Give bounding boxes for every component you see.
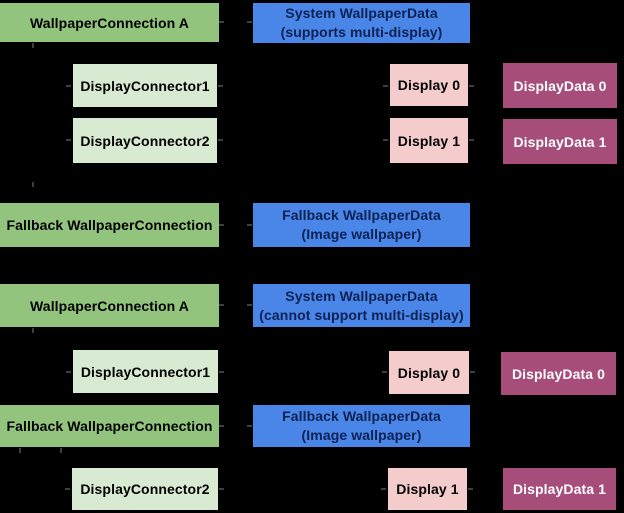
connector-stub — [247, 21, 252, 23]
connector-stub — [219, 21, 224, 23]
box-wallpaperconnection-a-1: WallpaperConnection A — [0, 3, 219, 42]
box-label: DisplayData 1 — [513, 133, 607, 150]
connector-stub — [219, 304, 224, 306]
connector-stub — [19, 448, 21, 453]
box-label-line2: (Image wallpaper) — [301, 226, 422, 242]
connector-stub — [470, 371, 475, 373]
box-system-wallpaperdata-supports-multi: System WallpaperData (supports multi-dis… — [253, 3, 470, 43]
box-label-line2: (cannot support multi-display) — [259, 306, 464, 323]
connector-stub — [383, 85, 388, 87]
box-display1-2: Display 1 — [388, 468, 467, 510]
connector-stub — [469, 139, 474, 141]
box-label: Display 0 — [397, 77, 461, 93]
box-label: Fallback WallpaperConnection — [6, 418, 213, 434]
box-displaydata1-1: DisplayData 1 — [503, 119, 617, 164]
box-fallback-wallpaperconnection-2: Fallback WallpaperConnection — [0, 405, 219, 447]
box-label-line1: Fallback WallpaperData — [282, 408, 441, 424]
connector-stub — [247, 425, 252, 427]
box-displayconnector1-1: DisplayConnector1 — [73, 64, 217, 107]
connector-stub — [32, 182, 34, 187]
box-label-line2: (Image wallpaper) — [301, 427, 422, 443]
box-system-wallpaperdata-cannot-multi: System WallpaperData (cannot support mul… — [253, 284, 470, 327]
box-label: DisplayConnector1 — [80, 77, 210, 94]
connector-stub — [66, 85, 71, 87]
box-label: WallpaperConnection A — [30, 297, 189, 314]
connector-stub — [66, 139, 71, 141]
box-label: Display 0 — [397, 364, 461, 381]
connector-stub — [383, 139, 388, 141]
box-displayconnector2-2: DisplayConnector2 — [72, 468, 218, 510]
box-fallback-wallpaperdata-1: Fallback WallpaperData (Image wallpaper) — [253, 203, 470, 247]
box-label: DisplayConnector2 — [80, 481, 210, 497]
connector-stub — [65, 488, 70, 490]
box-fallback-wallpaperdata-2: Fallback WallpaperData (Image wallpaper) — [253, 405, 470, 447]
connector-stub — [60, 448, 62, 453]
box-label: DisplayData 1 — [512, 481, 607, 497]
box-display1-1: Display 1 — [390, 118, 468, 163]
connector-stub — [247, 304, 252, 306]
box-label-line1: System WallpaperData — [285, 5, 438, 21]
connector-stub — [247, 224, 252, 226]
connector-stub — [469, 85, 474, 87]
box-displayconnector2-1: DisplayConnector2 — [73, 118, 217, 163]
box-label: Fallback WallpaperConnection — [6, 217, 213, 233]
box-display0-2: Display 0 — [389, 351, 469, 394]
box-display0-1: Display 0 — [390, 64, 468, 106]
box-label: Display 1 — [397, 132, 461, 149]
connector-stub — [66, 371, 71, 373]
connector-stub — [218, 139, 223, 141]
connector-stub — [219, 425, 224, 427]
connector-stub — [219, 488, 224, 490]
box-fallback-wallpaperconnection-1: Fallback WallpaperConnection — [0, 203, 219, 247]
box-label: DisplayData 0 — [513, 77, 607, 94]
connector-stub — [32, 328, 34, 333]
connector-stub — [468, 488, 473, 490]
box-displaydata1-2: DisplayData 1 — [503, 468, 616, 510]
connector-stub — [382, 371, 387, 373]
connector-stub — [219, 224, 224, 226]
box-label: Display 1 — [396, 481, 459, 497]
connector-stub — [219, 371, 224, 373]
box-wallpaperconnection-a-2: WallpaperConnection A — [0, 284, 219, 327]
box-label-line1: System WallpaperData — [285, 287, 438, 304]
box-displaydata0-2: DisplayData 0 — [501, 352, 616, 395]
box-label: DisplayData 0 — [511, 365, 606, 382]
box-displayconnector1-2: DisplayConnector1 — [73, 350, 218, 393]
connector-stub — [32, 43, 34, 48]
box-label: WallpaperConnection A — [30, 14, 189, 31]
connector-stub — [381, 488, 386, 490]
box-displaydata0-1: DisplayData 0 — [503, 63, 617, 108]
box-label-line1: Fallback WallpaperData — [282, 207, 441, 223]
box-label: DisplayConnector2 — [80, 132, 210, 149]
connector-stub — [218, 85, 223, 87]
box-label-line2: (supports multi-display) — [280, 24, 443, 40]
box-label: DisplayConnector1 — [80, 363, 211, 380]
